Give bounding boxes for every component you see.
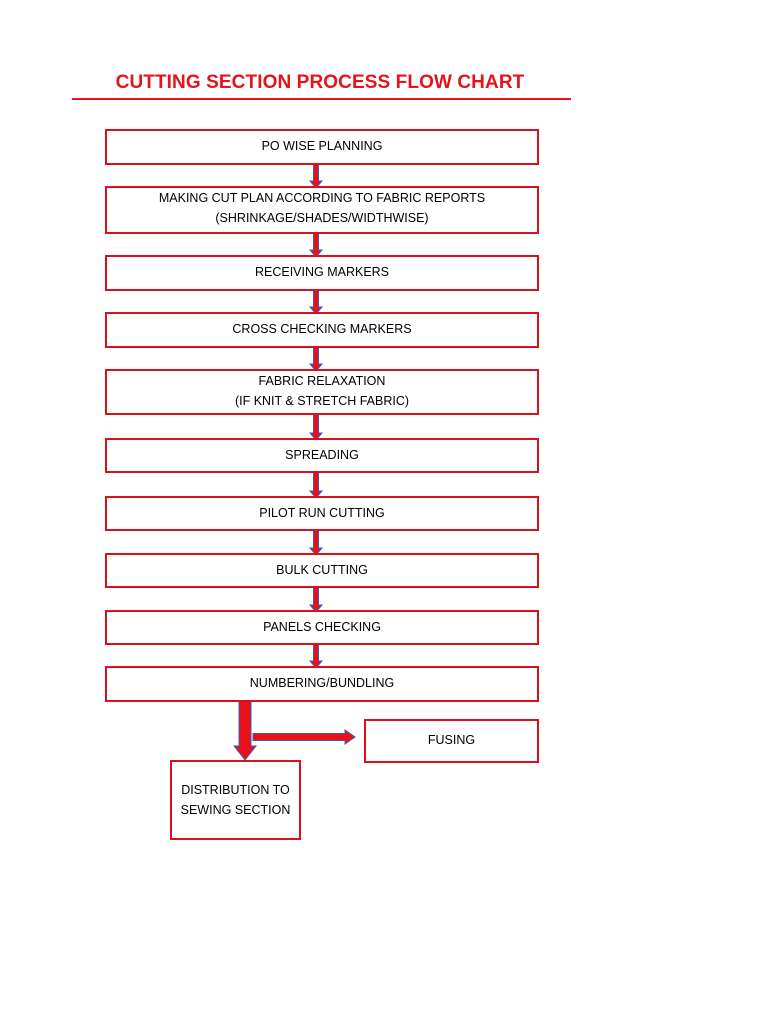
step-receiving-markers: RECEIVING MARKERS xyxy=(105,255,539,291)
step-label: PANELS CHECKING xyxy=(263,620,381,634)
step-label: NUMBERING/BUNDLING xyxy=(249,676,395,690)
branch-distribution-to-sewing: DISTRIBUTION TO SEWING SECTION xyxy=(170,760,301,840)
branch-sublabel: SEWING SECTION xyxy=(180,803,291,817)
step-label: BULK CUTTING xyxy=(276,563,368,577)
branch-label: FUSING xyxy=(427,733,476,747)
down-arrow-icon xyxy=(308,163,324,189)
down-arrow-icon xyxy=(232,700,258,761)
step-po-wise-planning: PO WISE PLANNING xyxy=(105,129,539,165)
step-making-cut-plan: MAKING CUT PLAN ACCORDING TO FABRIC REPO… xyxy=(105,186,539,234)
page-title: CUTTING SECTION PROCESS FLOW CHART xyxy=(115,72,525,93)
right-arrow-icon xyxy=(252,729,356,745)
down-arrow-icon xyxy=(308,413,324,441)
down-arrow-icon xyxy=(308,232,324,258)
title-underline xyxy=(72,98,571,100)
down-arrow-icon xyxy=(308,643,324,669)
step-sublabel: (IF KNIT & STRETCH FABRIC) xyxy=(234,394,410,408)
step-pilot-run-cutting: PILOT RUN CUTTING xyxy=(105,496,539,531)
down-arrow-icon xyxy=(308,289,324,315)
step-label: RECEIVING MARKERS xyxy=(254,265,390,279)
down-arrow-icon xyxy=(308,471,324,499)
down-arrow-icon xyxy=(308,586,324,613)
step-bulk-cutting: BULK CUTTING xyxy=(105,553,539,588)
step-label: CROSS CHECKING MARKERS xyxy=(232,322,412,336)
step-label: PILOT RUN CUTTING xyxy=(259,506,385,520)
down-arrow-icon xyxy=(308,529,324,556)
step-label: MAKING CUT PLAN ACCORDING TO FABRIC REPO… xyxy=(158,191,486,205)
branch-fusing: FUSING xyxy=(364,719,539,763)
branch-label: DISTRIBUTION TO xyxy=(181,783,290,797)
step-cross-checking-markers: CROSS CHECKING MARKERS xyxy=(105,312,539,348)
down-arrow-icon xyxy=(308,346,324,372)
step-label: SPREADING xyxy=(285,448,359,462)
step-label: FABRIC RELAXATION xyxy=(258,374,386,388)
step-label: PO WISE PLANNING xyxy=(261,139,383,153)
step-sublabel: (SHRINKAGE/SHADES/WIDTHWISE) xyxy=(215,211,429,225)
step-fabric-relaxation: FABRIC RELAXATION (IF KNIT & STRETCH FAB… xyxy=(105,369,539,415)
step-panels-checking: PANELS CHECKING xyxy=(105,610,539,645)
step-spreading: SPREADING xyxy=(105,438,539,473)
step-numbering-bundling: NUMBERING/BUNDLING xyxy=(105,666,539,702)
